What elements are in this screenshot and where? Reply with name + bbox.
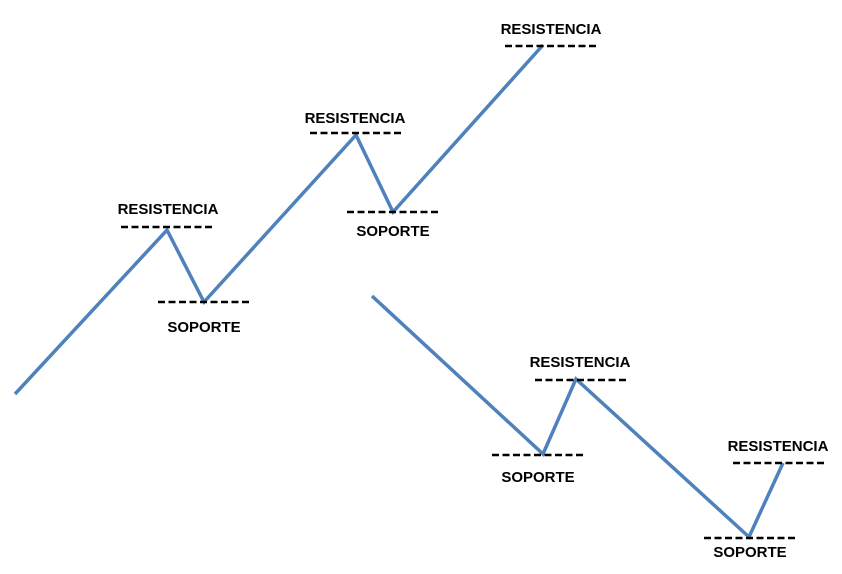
uptrend-line bbox=[13, 43, 545, 396]
downtrend-support-1-label: SOPORTE bbox=[501, 469, 574, 486]
uptrend-support-1-label: SOPORTE bbox=[167, 319, 240, 336]
downtrend-line bbox=[370, 294, 785, 540]
downtrend-resistance-2-label: RESISTENCIA bbox=[728, 438, 829, 455]
downtrend-resistance-1-label: RESISTENCIA bbox=[530, 354, 631, 371]
uptrend-resistance-3-label: RESISTENCIA bbox=[501, 21, 602, 38]
uptrend-support-2-label: SOPORTE bbox=[356, 223, 429, 240]
uptrend-resistance-2-label: RESISTENCIA bbox=[305, 110, 406, 127]
downtrend-support-2-label: SOPORTE bbox=[713, 544, 786, 561]
uptrend-resistance-1-label: RESISTENCIA bbox=[118, 201, 219, 218]
